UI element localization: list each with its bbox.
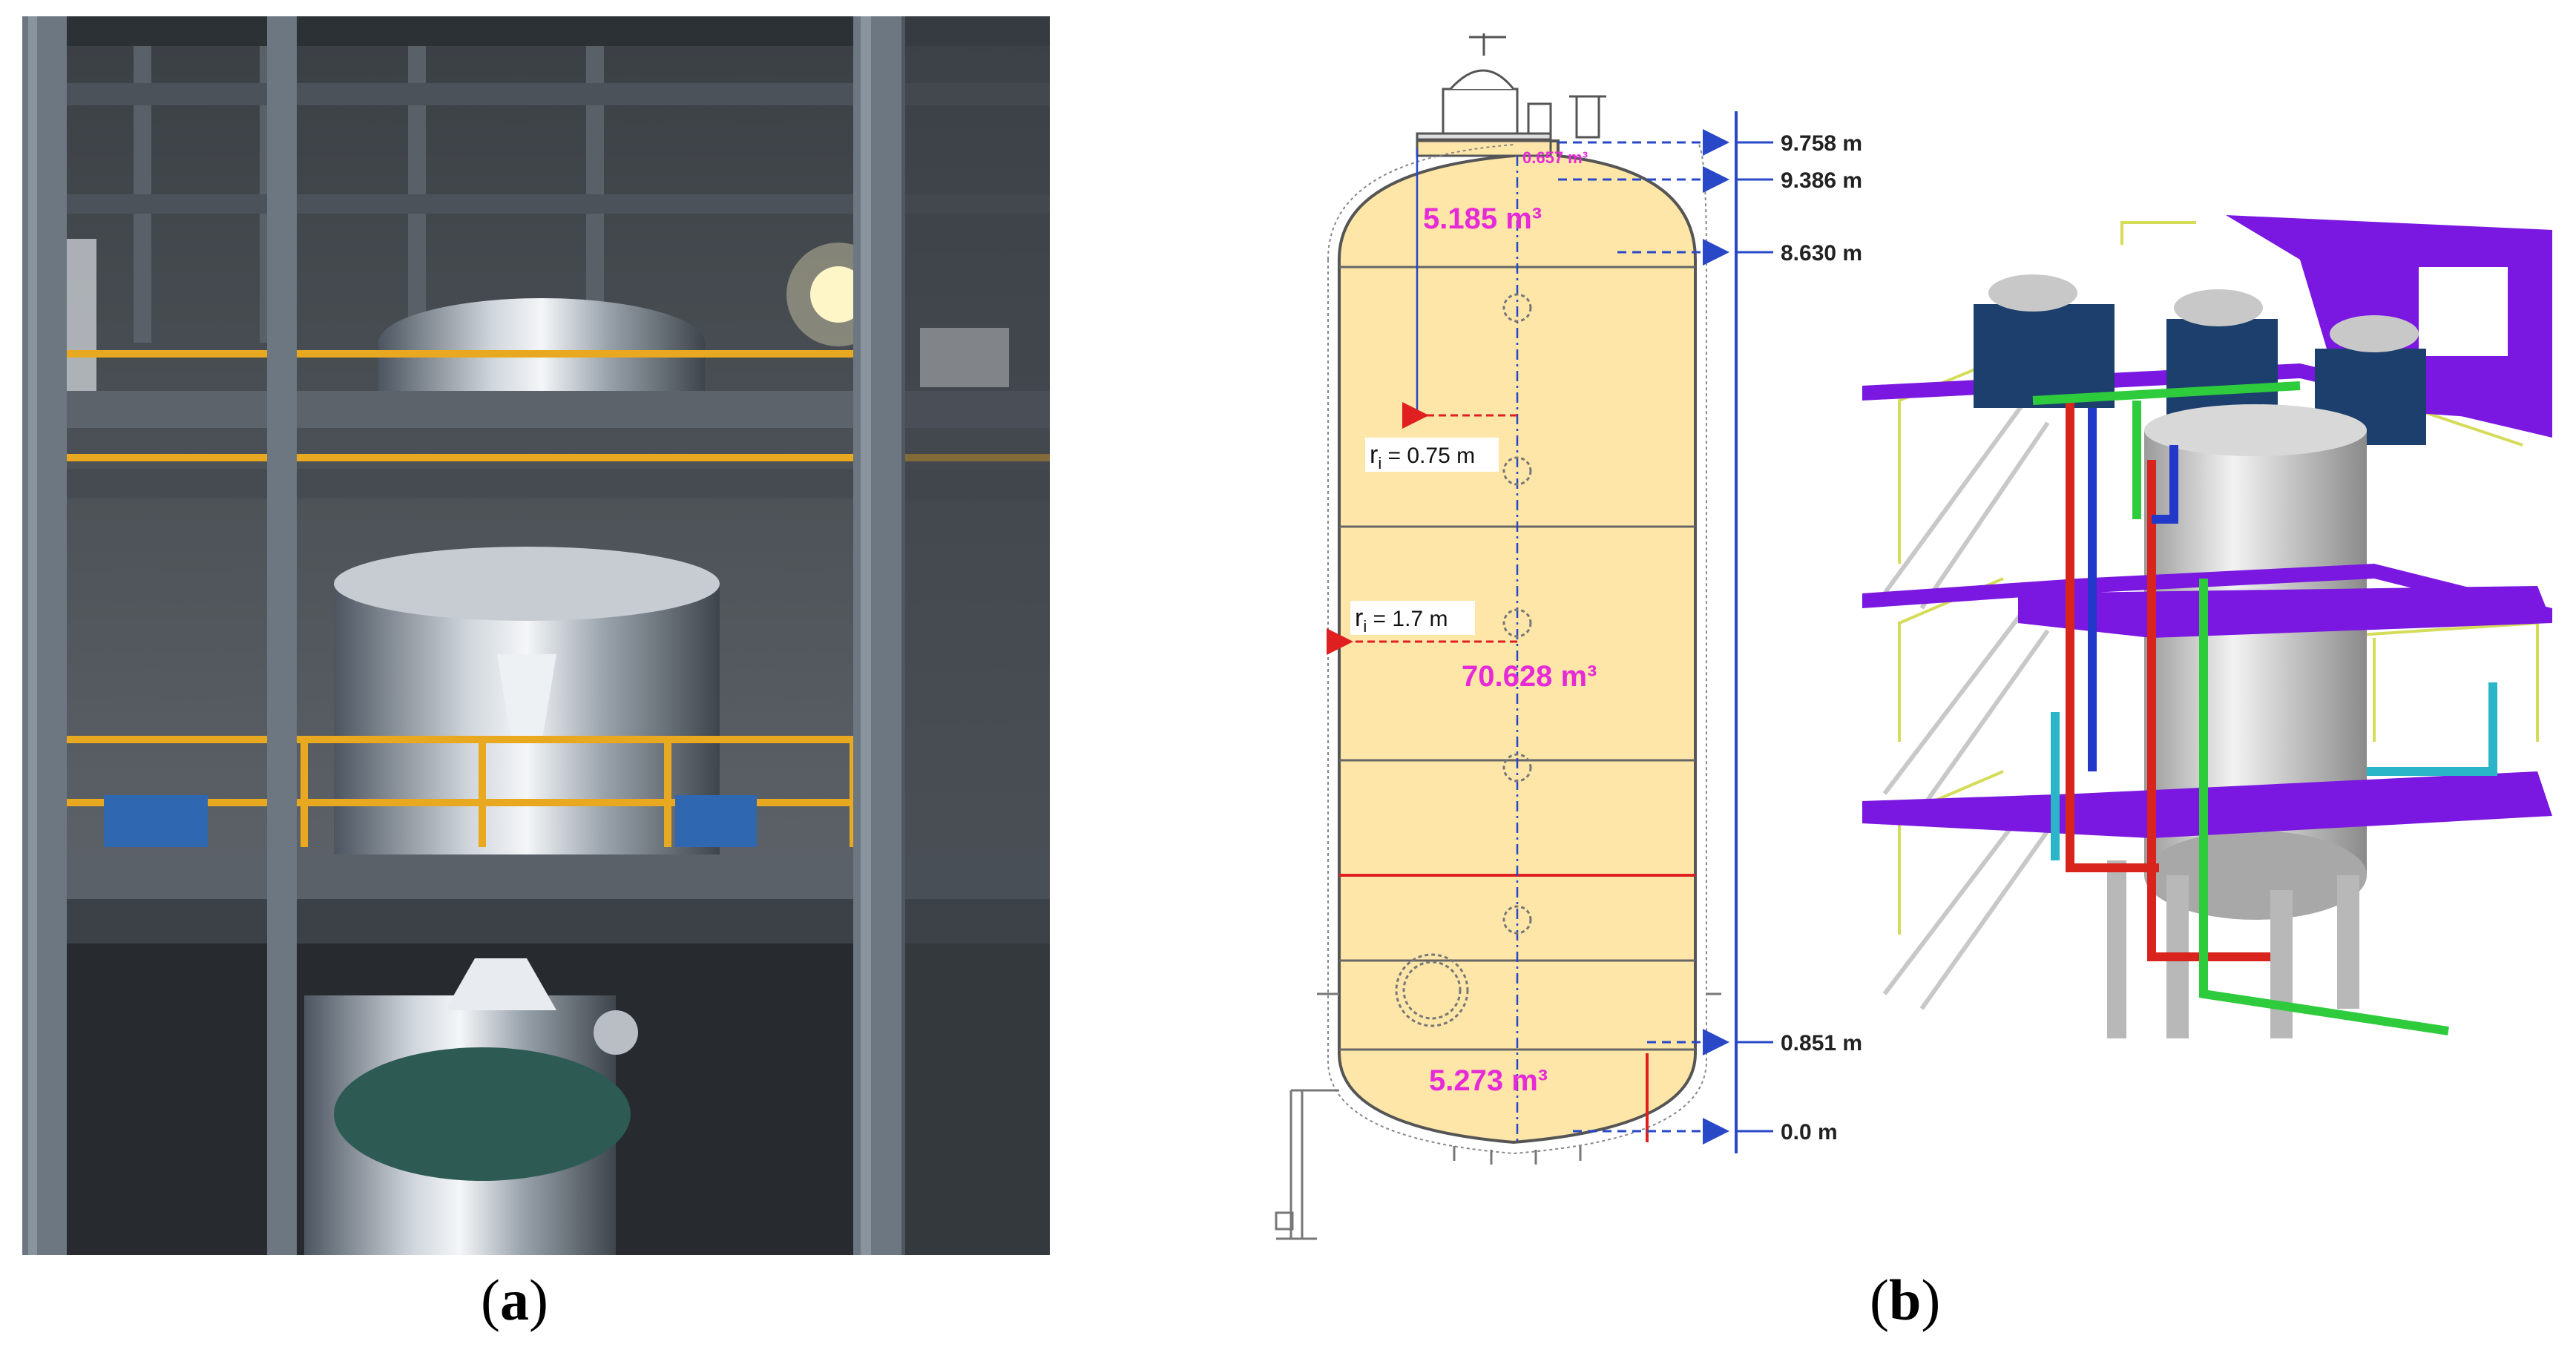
plant-3d-model	[1862, 215, 2552, 1038]
equipment-boxes	[1974, 274, 2426, 445]
caption-b-close: )	[1921, 1268, 1941, 1332]
caption-a: (a)	[481, 1267, 548, 1334]
vessel-diagram: 0.657 m³ 5.185 m³ 70.628 m³ 5.273 m³ ri …	[1275, 33, 1862, 1240]
level-9386: 9.386 m	[1781, 168, 1862, 193]
mid-platform-1	[1862, 564, 2552, 623]
volume-top-head: 5.185 m³	[1423, 202, 1542, 235]
level-markers	[1558, 129, 1773, 1145]
caption-a-letter: a	[499, 1268, 529, 1332]
manholes	[1395, 293, 1532, 1027]
level-labels: 9.758 m 9.386 m 8.630 m 0.851 m 0.0 m	[1781, 131, 1862, 1145]
caption-b: (b)	[1870, 1267, 1940, 1334]
svg-text:ri = 1.7 m: ri = 1.7 m	[1355, 604, 1448, 636]
radius-upper-label: ri = 0.75 m	[1365, 438, 1499, 472]
caption-b-letter: b	[1888, 1268, 1922, 1332]
level-8630: 8.630 m	[1781, 241, 1862, 266]
volume-shell: 70.628 m³	[1462, 660, 1597, 693]
stairs	[1882, 399, 2050, 1010]
top-fittings	[1416, 33, 1606, 141]
radius-lower-label: ri = 1.7 m	[1350, 601, 1475, 636]
level-00: 0.0 m	[1781, 1120, 1838, 1145]
level-0851: 0.851 m	[1781, 1031, 1862, 1055]
caption-a-open: (	[481, 1268, 500, 1332]
pipes	[2032, 381, 2497, 1035]
volume-top-small: 0.657 m³	[1522, 148, 1588, 167]
plant-photo	[22, 16, 1050, 1255]
level-9758: 9.758 m	[1781, 131, 1862, 156]
caption-a-close: )	[528, 1268, 548, 1332]
svg-text:ri = 0.75 m: ri = 0.75 m	[1370, 441, 1475, 472]
caption-b-open: (	[1870, 1268, 1889, 1332]
volume-bottom-head: 5.273 m³	[1429, 1064, 1548, 1097]
